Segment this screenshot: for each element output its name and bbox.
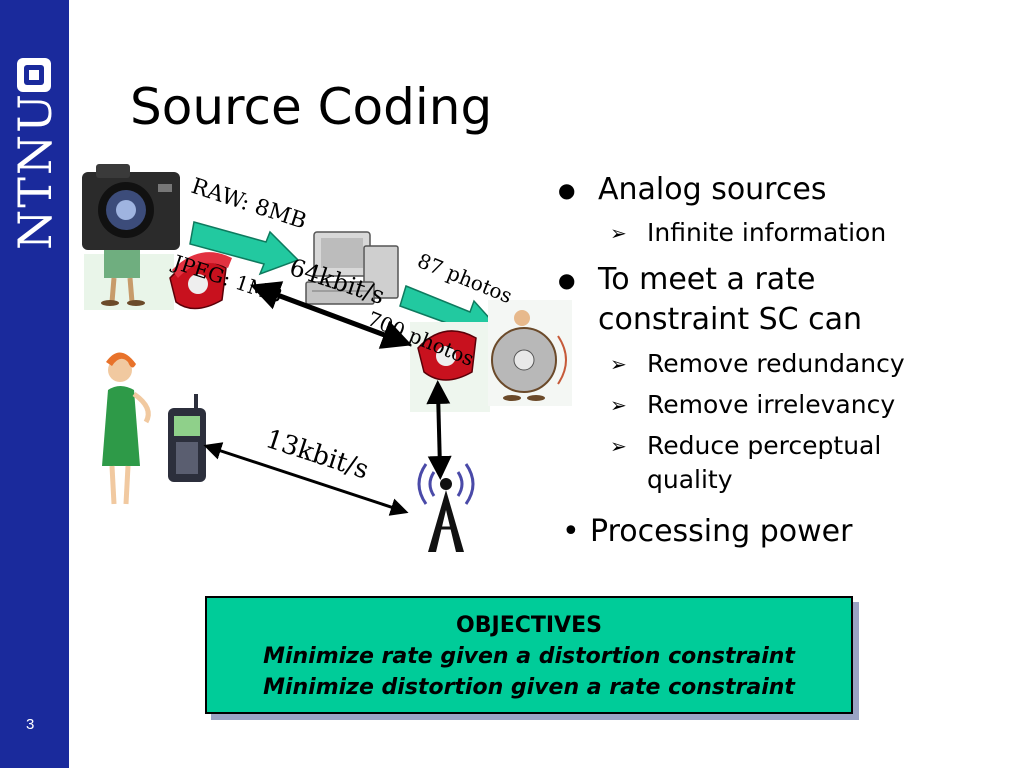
arrow-bullet-icon: ➢ <box>610 393 627 417</box>
objectives-box: OBJECTIVES Minimize rate given a distort… <box>205 596 853 714</box>
page-number: 3 <box>26 716 35 733</box>
arrow-bullet-icon: ➢ <box>610 352 627 376</box>
cellular-link-arrow <box>203 442 409 516</box>
sub-bullet-text: Remove redundancy <box>647 349 905 378</box>
sub-bullet-text: Remove irrelevancy <box>647 390 896 419</box>
bullet-text: Processing power <box>590 514 853 549</box>
source-coding-illustration: RAW: 8MB JPEG: 1MB 64kbit/s 87 photos 70… <box>82 164 572 552</box>
objective-line: Minimize rate given a distortion constra… <box>263 644 795 669</box>
objectives-heading: OBJECTIVES <box>456 613 602 638</box>
telephone-icon <box>410 322 490 412</box>
ntnu-logo-icon <box>17 58 51 92</box>
sidebar: NTNU 3 <box>0 0 69 768</box>
transfer-arrow-icon <box>189 221 300 276</box>
arrow-bullet-icon: ➢ <box>610 221 627 245</box>
slide-title: Source Coding <box>130 78 493 136</box>
ntnu-logo-text: NTNU <box>8 92 62 250</box>
woman-icon <box>102 352 151 505</box>
telephone-icon <box>169 252 232 310</box>
bullet-text: To meet a rate constraint SC can <box>598 262 863 337</box>
camera-icon <box>82 164 180 250</box>
objective-line: Minimize distortion given a rate constra… <box>263 675 795 700</box>
sub-bullet-text: Reduce perceptual quality <box>647 431 882 494</box>
phone-link-arrow <box>249 281 413 349</box>
antenna-icon <box>417 463 475 552</box>
cd-person-icon <box>488 300 572 406</box>
mobile-phone-icon <box>168 394 206 482</box>
arrow-bullet-icon: ➢ <box>610 434 627 458</box>
rate-13-label: 13kbit/s <box>262 424 372 485</box>
person-legs-icon <box>84 250 174 310</box>
sub-bullet-text: Infinite information <box>647 218 887 247</box>
tower-link-arrow <box>426 380 452 480</box>
bullet-text: Analog sources <box>598 172 827 207</box>
